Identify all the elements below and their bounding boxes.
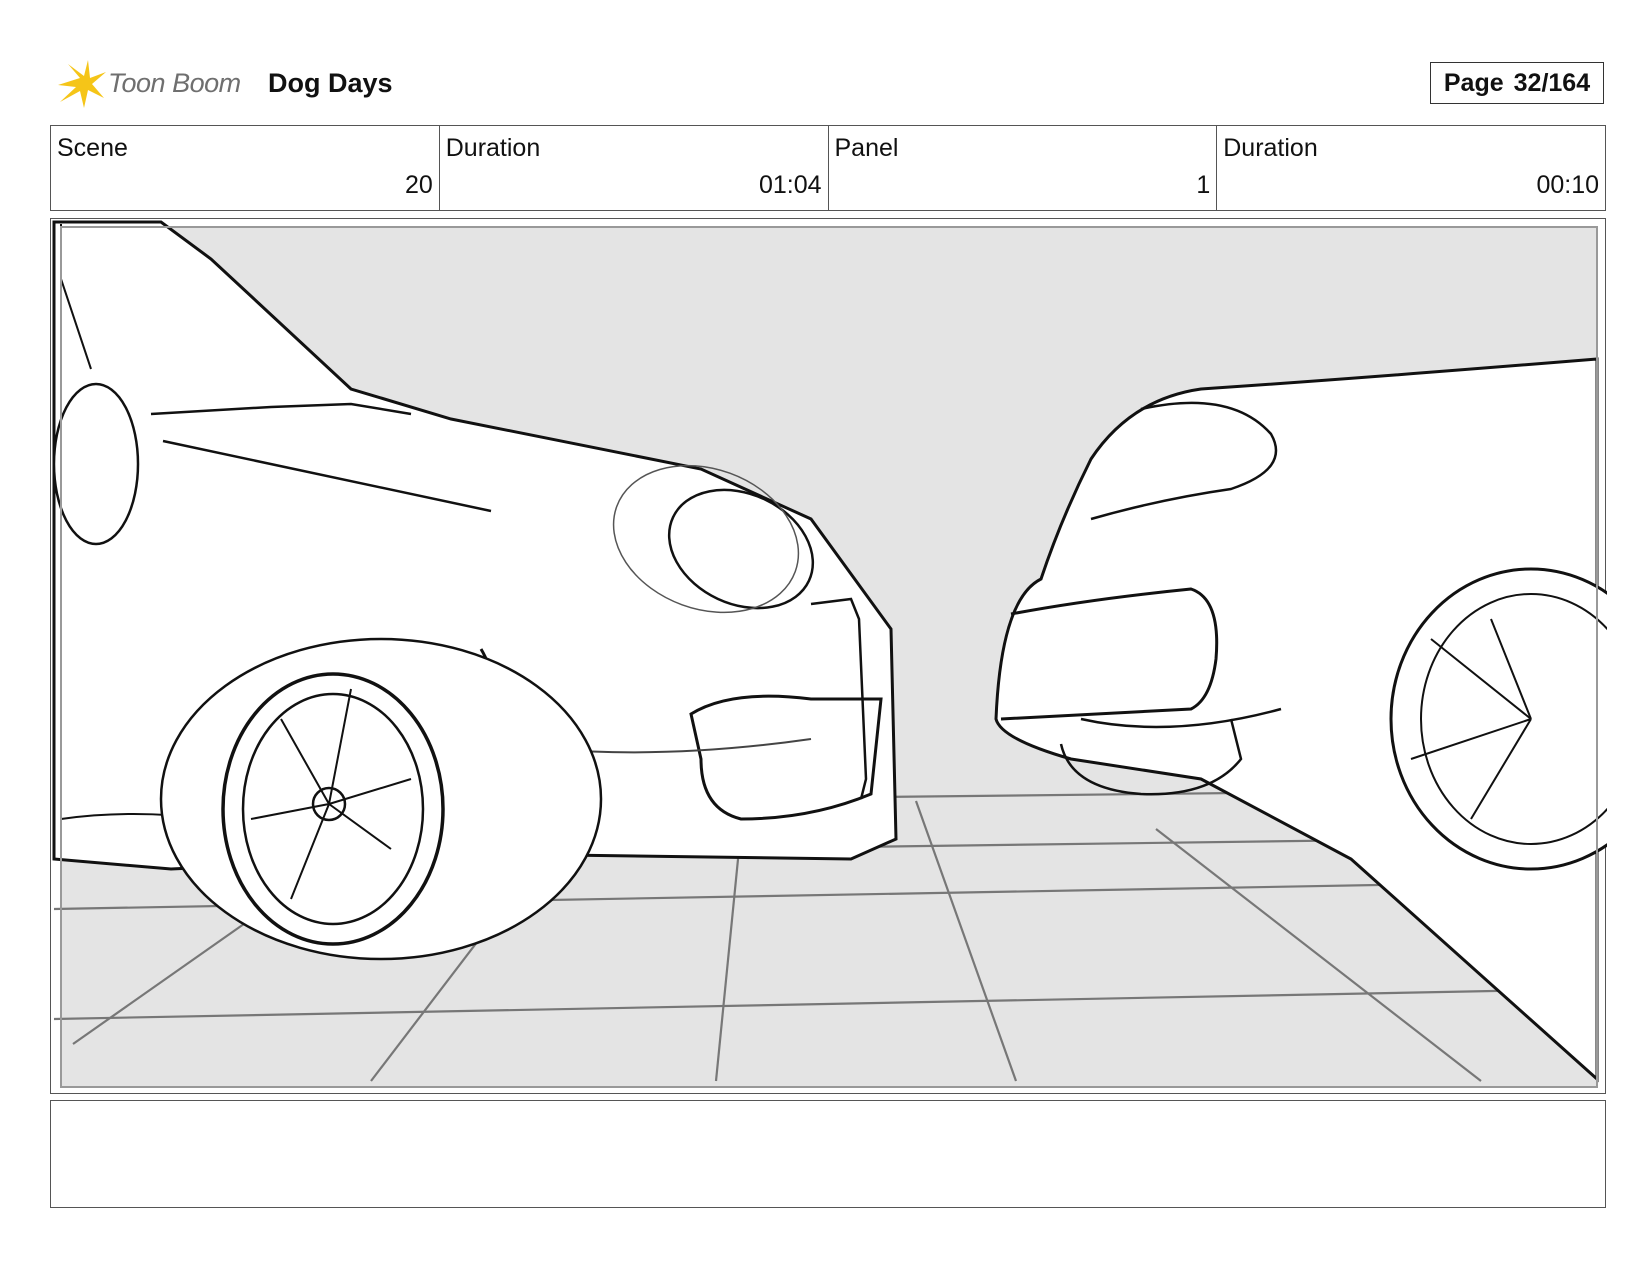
sketch-frame <box>60 226 1598 1088</box>
panel-value: 1 <box>1196 171 1211 199</box>
panel-duration-value: 00:10 <box>1536 171 1599 199</box>
page-number: 32/164 <box>1513 68 1591 97</box>
scene-duration-label: Duration <box>445 134 541 162</box>
panel-sketch <box>52 220 1607 1088</box>
starburst-icon <box>58 60 106 108</box>
panel-notes-box <box>50 1100 1606 1208</box>
logo-text: Toon Boom <box>108 68 241 98</box>
storyboard-panel <box>50 218 1607 1094</box>
panel-cell: Panel 1 <box>829 126 1218 210</box>
scene-label: Scene <box>57 134 128 162</box>
scene-cell: Scene 20 <box>51 126 440 210</box>
left-wheel-sketch <box>159 637 603 961</box>
panel-duration-label: Duration <box>1223 134 1318 162</box>
right-car-sketch <box>994 357 1599 1083</box>
scene-duration-value: 01:04 <box>758 171 822 199</box>
scene-info-table: Scene 20 Duration 01:04 Panel 1 Duration… <box>50 125 1606 211</box>
panel-duration-cell: Duration 00:10 <box>1217 126 1605 210</box>
scene-value: 20 <box>404 171 433 199</box>
panel-label: Panel <box>834 134 899 162</box>
toon-boom-logo: Toon Boom <box>54 58 244 112</box>
page-indicator: Page 32/164 <box>1430 62 1604 104</box>
scene-duration-cell: Duration 01:04 <box>440 126 829 210</box>
right-wheel-sketch <box>1389 567 1607 871</box>
page-label: Page <box>1443 68 1504 97</box>
project-title: Dog Days <box>268 68 393 98</box>
